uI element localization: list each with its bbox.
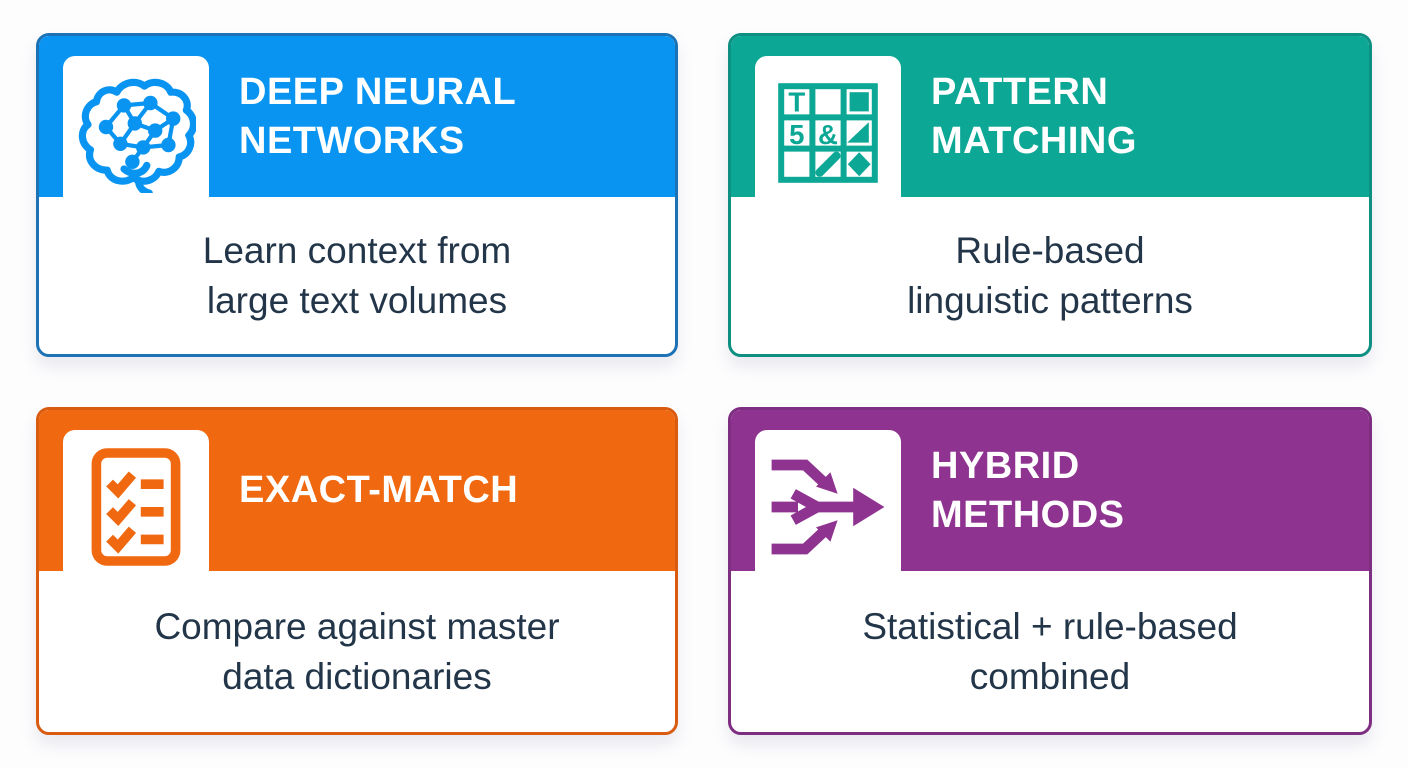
card-description: Statistical + rule-based combined — [731, 571, 1369, 732]
title-line: METHODS — [931, 493, 1125, 536]
card-hybrid-methods: HYBRID METHODS Statis — [728, 407, 1372, 735]
card-exact-match: EXACT-MATCH Compare against master data … — [36, 407, 678, 735]
card-pattern-matching: PATTERN MATCHING T 5 & — [728, 33, 1372, 357]
checklist-icon — [91, 447, 181, 566]
grid-triangle-shape — [847, 121, 869, 143]
card-deep-neural-networks: DEEP NEURAL NETWORKS — [36, 33, 678, 357]
title-line: NETWORKS — [239, 119, 465, 162]
card-title: EXACT-MATCH — [239, 410, 661, 571]
grid-letter-f: 5 — [789, 118, 804, 149]
grid-square-shape — [849, 91, 869, 111]
title-line: HYBRID — [931, 445, 1080, 488]
grid-letter-t: T — [788, 86, 805, 117]
description-line: Statistical + rule-based — [862, 605, 1238, 647]
merge-arrows-icon — [771, 459, 885, 554]
description-line: Compare against master — [154, 605, 560, 647]
grid-ampersand: & — [818, 118, 838, 149]
description-line: Rule-based — [955, 229, 1145, 271]
description-line: large text volumes — [206, 279, 508, 321]
card-title: HYBRID METHODS — [931, 410, 1355, 571]
description-line: linguistic patterns — [907, 279, 1193, 321]
title-line: EXACT-MATCH — [239, 469, 519, 512]
card-title: PATTERN MATCHING — [931, 36, 1355, 197]
icon-tile — [755, 430, 901, 583]
description-line: data dictionaries — [222, 655, 492, 697]
grid-diamond-shape — [847, 151, 871, 176]
card-description: Rule-based linguistic patterns — [731, 197, 1369, 354]
card-description: Compare against master data dictionaries — [39, 571, 675, 732]
description-line: Learn context from — [202, 229, 512, 271]
card-description: Learn context from large text volumes — [39, 197, 675, 354]
pattern-grid-icon: T 5 & — [778, 82, 878, 183]
title-line: DEEP NEURAL — [239, 71, 517, 114]
description-line: combined — [969, 655, 1131, 697]
title-line: MATCHING — [931, 119, 1137, 162]
icon-tile — [63, 56, 209, 209]
grid-slash-shape — [815, 151, 841, 177]
card-title: DEEP NEURAL NETWORKS — [239, 36, 661, 197]
icon-tile: T 5 & — [755, 56, 901, 209]
brain-network-icon — [78, 78, 196, 193]
icon-tile — [63, 430, 209, 583]
title-line: PATTERN — [931, 71, 1109, 114]
